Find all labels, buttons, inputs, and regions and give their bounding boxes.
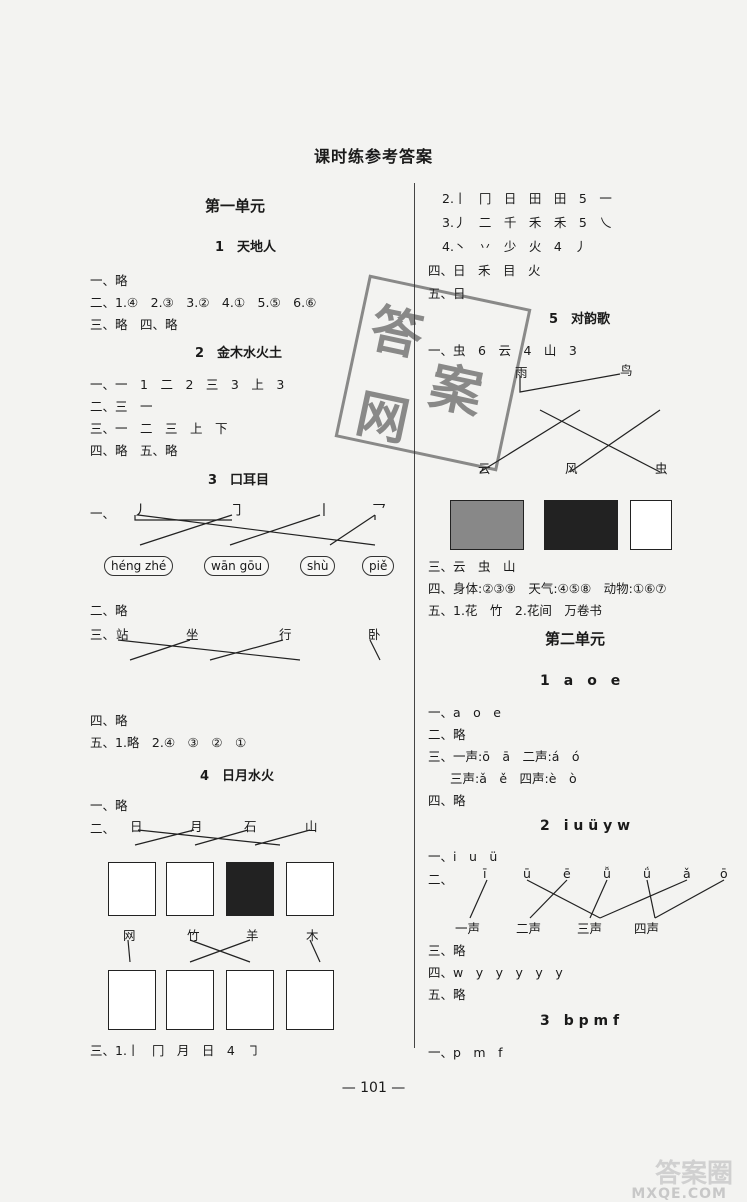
pinyin-box-3: shù: [300, 556, 336, 576]
l2-answer-2: 二、三 一: [90, 399, 153, 414]
l3-answer-5: 五、1.略 2.④ ③ ② ①: [90, 735, 247, 750]
l3-word-1: 站: [116, 627, 129, 642]
pinyin-box-4: piě: [362, 556, 395, 576]
l1-answer-2: 二、1.④ 2.③ 3.② 4.① 5.⑤ 6.⑥: [90, 295, 317, 310]
p2-tone-3: ē: [563, 866, 571, 881]
page-title: 课时练参考答案: [313, 147, 433, 166]
p2-tone-6: ǎ: [683, 866, 691, 881]
l3-stroke-2: ㇆: [230, 503, 244, 519]
l2-answer-3: 三、一 二 三 上 下: [90, 421, 228, 436]
p2-tone-2: ū: [523, 866, 531, 881]
picture-tree: [108, 970, 156, 1030]
l5-answer-4: 四、身体:②③⑨ 天气:④⑤⑧ 动物:①⑥⑦: [428, 581, 667, 596]
l4-answer-3: 三、1.丨 冂 月 日 4 ㇆: [90, 1043, 260, 1058]
l3-answer-3: 三、: [90, 627, 116, 642]
picture-sun: [286, 862, 334, 916]
l1-answer-1: 一、略: [90, 273, 128, 288]
p2-tone-label-3: 三声: [577, 921, 603, 936]
p2-answer-4: 四、w y y y y y: [428, 965, 563, 980]
l5-word-cloud: 云: [478, 461, 491, 476]
page-number: — 101 —: [341, 1080, 406, 1096]
p2-tone-1: ī: [483, 866, 487, 881]
l3-word-4: 卧: [368, 627, 381, 642]
l4-row2-word-4: 木: [306, 928, 319, 943]
l4-row2-word-3: 羊: [246, 928, 259, 943]
p2-answer-1: 一、i u ü: [428, 849, 498, 864]
r-answer-4: 四、日 禾 目 火: [428, 263, 541, 278]
picture-bamboo: [226, 970, 274, 1030]
column-divider: [414, 183, 415, 1048]
l5-word-bug: 虫: [655, 461, 668, 476]
picture-cloud: [108, 862, 156, 916]
l5-answer-3: 三、云 虫 山: [428, 559, 516, 574]
p2-answer-2: 二、: [428, 872, 454, 887]
p2-tone-label-4: 四声: [634, 921, 660, 936]
p2-tone-label-2: 二声: [516, 921, 542, 936]
l3-answer-1: 一、: [90, 506, 116, 521]
lesson5-title: 5 对韵歌: [549, 312, 611, 327]
p1-answer-1: 一、a o e: [428, 705, 501, 720]
watermark-logo: 答案圈: [654, 1159, 733, 1189]
l4-answer-2: 二、: [90, 821, 116, 836]
p2-tone-4: ǚ: [603, 866, 611, 881]
lesson1-title: 1 天地人: [215, 240, 277, 255]
p2-tone-5: ǘ: [643, 866, 651, 881]
picture-stone: [166, 862, 214, 916]
l5-answer-5: 五、1.花 竹 2.花间 万卷书: [428, 603, 602, 618]
p2-answer-3: 三、略: [428, 943, 466, 958]
pinyin1-title: 1 a o e: [540, 673, 621, 689]
l3-answer-4: 四、略: [90, 713, 128, 728]
l5-word-wind: 风: [565, 461, 578, 476]
pinyin-box-1: héng zhé: [104, 556, 174, 576]
pinyin2-title: 2 i u ü y w: [540, 818, 631, 834]
r-answer-2: 3.丿 二 千 禾 禾 5 乀: [442, 215, 612, 230]
l5-word-bird: 鸟: [620, 363, 633, 378]
l3-word-3: 行: [279, 627, 292, 642]
l2-answer-4: 四、略 五、略: [90, 443, 178, 458]
l4-row2-word-2: 竹: [187, 928, 200, 943]
unit1-title: 第一单元: [205, 197, 266, 215]
unit2-title: 第二单元: [545, 630, 606, 648]
lesson2-title: 2 金木水火土: [195, 346, 283, 361]
p1-answer-4: 三声:ǎ ě 四声:è ò: [450, 771, 577, 786]
p2-tone-7: ō: [720, 866, 728, 881]
stamp-overlay: 答 案 网: [334, 274, 532, 472]
l1-answer-3: 三、略 四、略: [90, 317, 178, 332]
p1-answer-2: 二、略: [428, 727, 466, 742]
lesson3-title: 3 口耳目: [208, 473, 270, 488]
picture-willow: [630, 500, 672, 550]
l3-answer-2: 二、略: [90, 603, 128, 618]
l3-word-2: 坐: [186, 627, 199, 642]
r-answer-5: 五、日: [428, 286, 466, 301]
r-answer-3: 4.丶 丷 少 火 4 丿: [442, 239, 587, 254]
l3-stroke-3: 丨: [317, 503, 331, 519]
pinyin3-title: 3 b p m f: [540, 1013, 620, 1029]
l4-answer-1: 一、略: [90, 798, 128, 813]
picture-moon: [226, 862, 274, 916]
l5-word-rain: 雨: [515, 365, 528, 380]
p1-answer-5: 四、略: [428, 793, 466, 808]
l2-answer-1: 一、一 1 二 2 三 3 上 3: [90, 377, 285, 392]
watermark-url: MXQE.COM: [631, 1186, 727, 1202]
p3-answer-1: 一、p m f: [428, 1045, 503, 1060]
picture-net: [166, 970, 214, 1030]
lesson4-title: 4 日月水火: [200, 769, 275, 784]
l4-row2-word-1: 网: [123, 928, 136, 943]
picture-sheep: [286, 970, 334, 1030]
picture-storm-clouds: [544, 500, 618, 550]
p2-tone-label-1: 一声: [455, 921, 481, 936]
p1-answer-3: 三、一声:ō ā 二声:á ó: [428, 749, 580, 764]
picture-caterpillar: [450, 500, 524, 550]
pinyin-box-2: wān gōu: [204, 556, 270, 576]
l3-stroke-1: 丿: [133, 503, 147, 519]
r-answer-1: 2.丨 冂 日 田 田 5 一: [442, 191, 612, 206]
p2-answer-5: 五、略: [428, 987, 466, 1002]
l5-answer-1: 一、虫 6 云 4 山 3: [428, 343, 577, 358]
